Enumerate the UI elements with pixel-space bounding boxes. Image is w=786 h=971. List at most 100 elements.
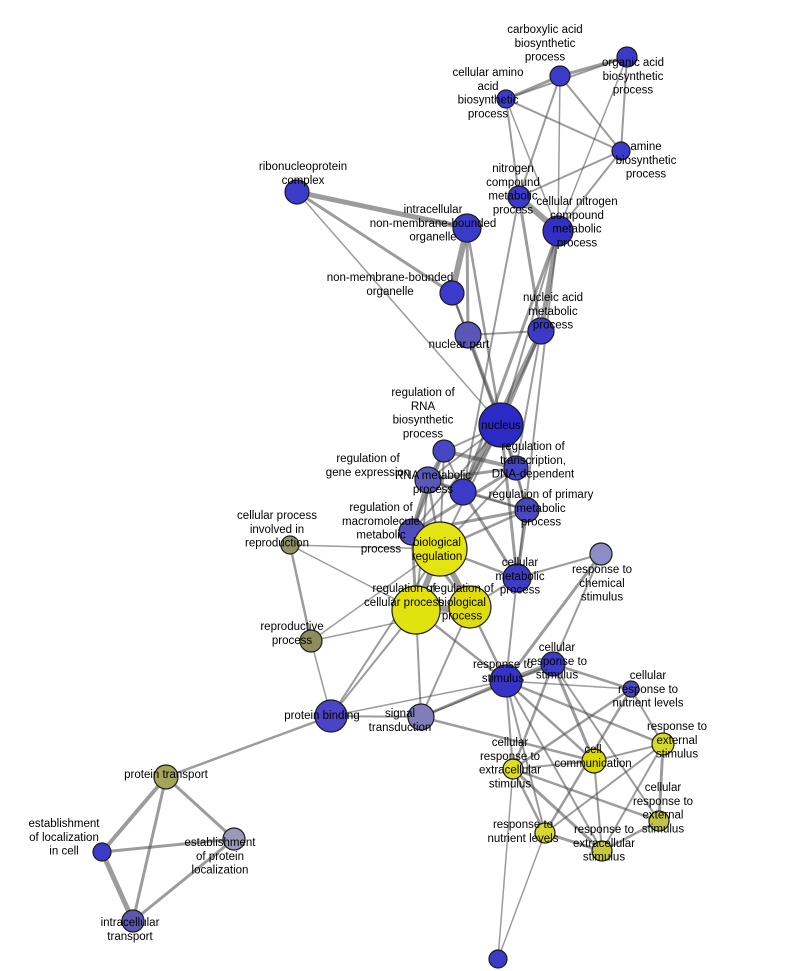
graph-edge-prot_transp-intra_transp: [131, 775, 168, 923]
graph-edge-cell_comm-resp_extra: [593, 760, 603, 852]
graph-node-amine[interactable]: [611, 141, 631, 161]
graph-edge-organic-amine: [620, 56, 628, 152]
graph-node-resp_stim[interactable]: [489, 664, 523, 698]
graph-edge-cell_resp_nutr-cell_resp_extra: [511, 687, 633, 771]
graph-edge-resp_stim-resp_chem: [504, 552, 603, 683]
graph-edge-resp_stim-resp_ext: [504, 679, 665, 746]
graph-node-amino[interactable]: [496, 89, 516, 109]
graph-node-reg_primary[interactable]: [514, 497, 540, 523]
graph-node-est_loc[interactable]: [92, 842, 112, 862]
graph-node-nmbo[interactable]: [439, 280, 465, 306]
graph-node-cell_nitrogen[interactable]: [542, 215, 574, 247]
graph-edge-nucleus-cell_met: [499, 423, 519, 580]
graph-node-repro_cell[interactable]: [280, 535, 300, 555]
graph-node-prot_transp[interactable]: [153, 764, 179, 790]
graph-edge-reg_trans-reg_gene: [426, 466, 518, 482]
graph-edge-repro_cell-repro: [288, 543, 313, 643]
graph-edge-est_loc-est_prot_loc: [100, 837, 236, 854]
graph-node-nuclear_part[interactable]: [454, 321, 482, 349]
graph-node-sig_trans[interactable]: [407, 703, 435, 731]
graph-edge-cell_resp_stim-cell_resp_ext: [552, 663, 660, 822]
graph-edge-intra_nmbo-nuclear_part: [465, 226, 470, 337]
graph-node-resp_nutr[interactable]: [534, 822, 556, 844]
graph-node-resp_chem[interactable]: [589, 542, 613, 566]
graph-node-resp_extra[interactable]: [591, 840, 613, 862]
graph-node-reg_gene[interactable]: [414, 466, 442, 494]
node-label-prot_bind: protein binding: [284, 710, 359, 722]
graph-edge-cell_nitrogen-rna_met: [461, 229, 560, 494]
graph-node-reg_bio[interactable]: [448, 585, 492, 629]
graph-node-bio_reg[interactable]: [412, 521, 468, 577]
graph-edge-rna_met-cell_met: [461, 490, 519, 580]
graph-node-est_prot_loc[interactable]: [222, 827, 246, 851]
graph-node-nitrogen[interactable]: [507, 185, 531, 209]
graph-edge-nucleic-reg_trans: [515, 330, 542, 469]
graph-node-cell_comm[interactable]: [581, 748, 607, 774]
graph-node-organic[interactable]: [616, 46, 638, 68]
graph-node-nucleic[interactable]: [527, 317, 555, 345]
graph-edge-bottom-cell_resp_extra: [497, 768, 514, 960]
graph-node-cell_resp_ext[interactable]: [648, 810, 670, 832]
graph-node-resp_ext[interactable]: [651, 732, 675, 756]
graph-edge-cell_resp_extra-resp_extra: [511, 767, 604, 853]
graph-node-reg_trans[interactable]: [503, 455, 529, 481]
graph-edge-resp_stim-resp_extra: [505, 680, 603, 852]
graph-node-carboxylic[interactable]: [549, 65, 571, 87]
graph-edge-est_loc-intra_transp: [99, 849, 136, 924]
node-layer: [92, 46, 675, 969]
node-label-nuclear_part: nuclear part: [429, 339, 491, 351]
graph-edge-amino-nitrogen: [505, 98, 520, 198]
graph-node-repro[interactable]: [299, 629, 323, 653]
graph-edge-nmbo-nucleus: [451, 292, 502, 426]
graph-node-cell_resp_stim[interactable]: [540, 651, 566, 677]
graph-node-bottom[interactable]: [488, 949, 508, 969]
graph-edge-amino-cell_nitrogen: [505, 98, 559, 232]
graph-edge-carboxylic-nitrogen: [518, 75, 561, 198]
graph-node-prot_bind[interactable]: [314, 699, 348, 733]
graph-node-intra_transp[interactable]: [121, 909, 145, 933]
graph-edge-est_prot_loc-intra_transp: [131, 837, 236, 923]
graph-edge-carboxylic-amine: [559, 75, 622, 152]
graph-node-rnp[interactable]: [284, 179, 310, 205]
graph-node-intra_nmbo[interactable]: [452, 213, 482, 243]
graph-edge-nitrogen-nucleic: [517, 195, 543, 333]
graph-edge-resp_chem-cell_resp_stim: [552, 553, 602, 665]
graph-edge-amino-amine: [505, 98, 622, 152]
graph-edge-cell_resp_extra-cell_resp_ext: [511, 767, 661, 823]
graph-node-nucleus[interactable]: [478, 402, 524, 448]
graph-node-cell_resp_extra[interactable]: [502, 758, 524, 780]
graph-edge-prot_bind-resp_stim: [330, 680, 507, 717]
graph-edge-cell_resp_stim-cell_comm: [551, 662, 596, 763]
graph-node-cell_met[interactable]: [502, 563, 532, 593]
graph-node-cell_resp_nutr[interactable]: [622, 680, 640, 698]
graph-edge-resp_stim-resp_nutr: [505, 680, 546, 834]
graph-node-reg_rna[interactable]: [432, 439, 456, 463]
graph-node-rna_met[interactable]: [449, 478, 477, 506]
graph-edge-amine-nitrogen: [518, 150, 622, 198]
graph-edge-organic-cell_nitrogen: [557, 56, 628, 232]
graph-node-reg_cell[interactable]: [391, 585, 441, 635]
graph-edge-amine-cell_nitrogen: [557, 150, 622, 232]
graph-edge-nitrogen-rna_met: [462, 196, 520, 493]
